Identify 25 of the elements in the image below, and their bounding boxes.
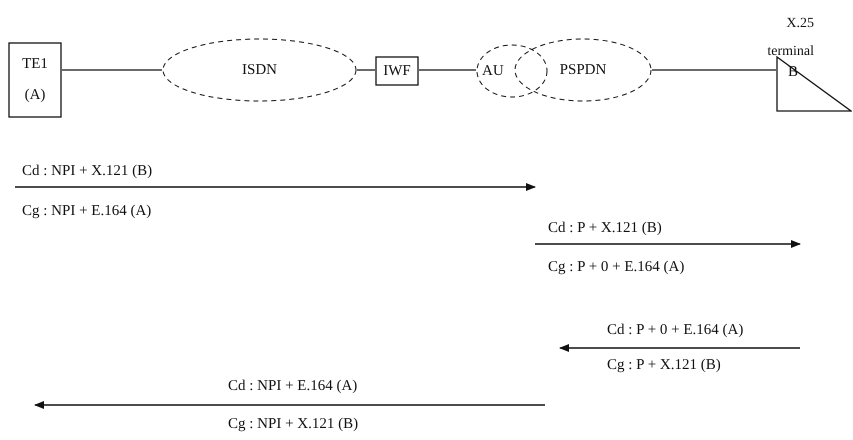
message-label: Cd : P + X.121 (B) [548,220,662,237]
network-ellipse [514,38,652,102]
connector-line [357,69,375,71]
node-label: IWF [383,62,411,80]
message-label: Cg : NPI + E.164 (A) [22,203,152,220]
network-ellipse [476,44,548,98]
node-label: PSPDN [560,62,606,78]
node-label: TE1 [22,56,48,73]
message-label: Cg : P + 0 + E.164 (A) [548,259,684,276]
process-box [8,42,62,118]
node-label: AU [482,62,504,80]
network-ellipse [162,38,357,102]
message-label: Cd : NPI + X.121 (B) [22,163,152,180]
node-label: (A) [24,87,46,104]
message-label: Cd : P + 0 + E.164 (A) [607,322,744,339]
message-label: Cd : NPI + E.164 (A) [228,378,358,395]
connector-line [652,69,776,71]
node-caption: X.25 terminal [766,15,814,61]
process-box [375,56,419,86]
message-label: Cg : NPI + X.121 (B) [228,416,358,433]
connector-line [419,69,476,71]
terminal-triangle [776,56,852,112]
message-label: Cg : P + X.121 (B) [607,357,721,374]
node-label: ISDN [242,62,277,78]
connector-line [62,69,162,71]
